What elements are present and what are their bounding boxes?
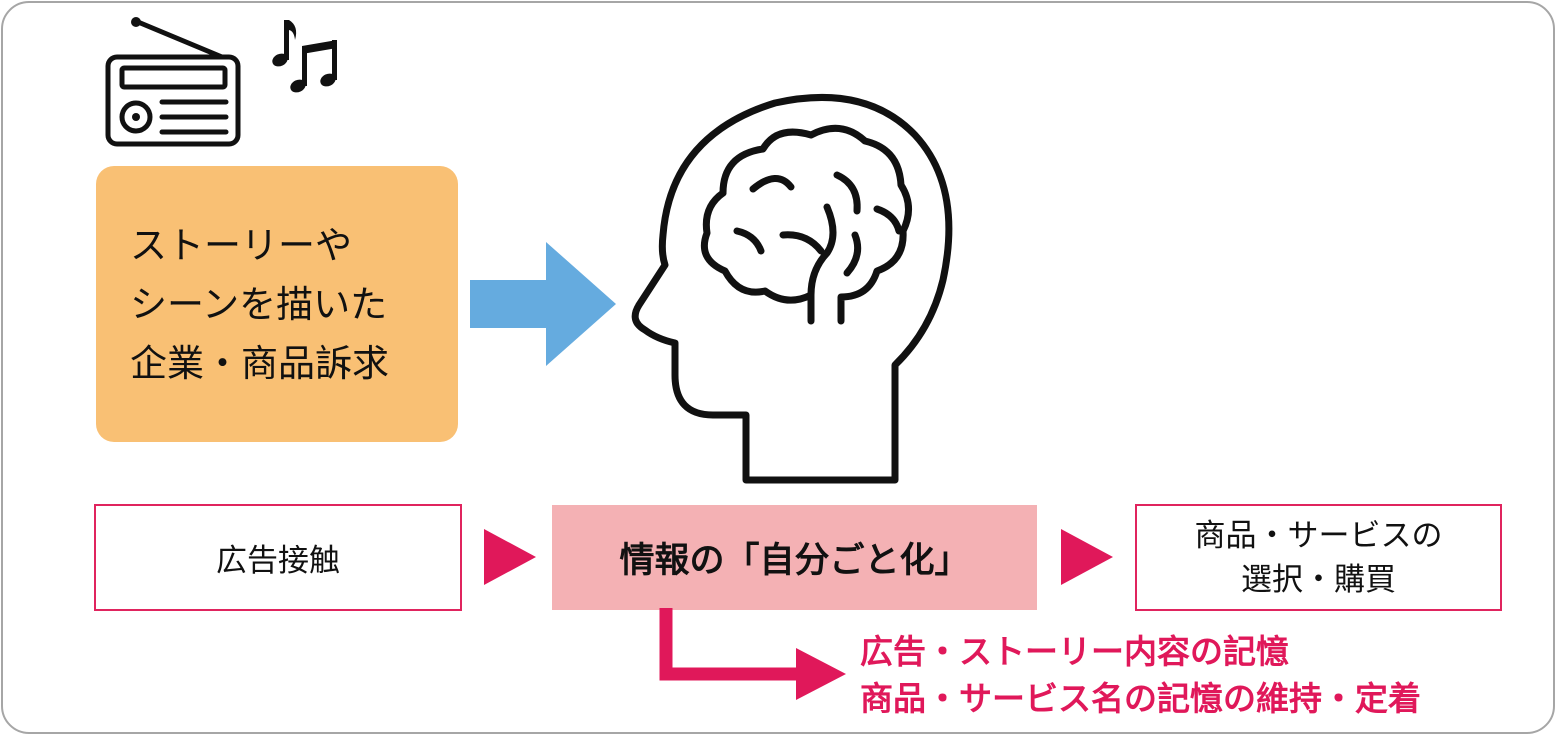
story-line-3: 企業・商品訴求 [130,342,389,385]
memory-effect-text: 広告・ストーリー内容の記憶 商品・サービス名の記憶の維持・定着 [860,628,1421,722]
music-note-icon [272,20,337,93]
memory-line-2: 商品・サービス名の記憶の維持・定着 [860,679,1421,718]
story-line-1: ストーリーや [130,224,352,267]
triangle-arrow-icon [484,529,536,585]
self-relevance-label: 情報の「自分ごと化」 [619,541,970,581]
head-brain-icon [631,94,953,484]
self-relevance-box: 情報の「自分ごと化」 [552,505,1037,610]
selection-line-1: 商品・サービスの [1194,517,1443,554]
triangle-arrow-icon [1061,529,1113,585]
radio-icon [105,17,241,147]
selection-line-2: 選択・購買 [1241,561,1396,598]
elbow-arrow-icon [659,608,846,700]
memory-line-1: 広告・ストーリー内容の記憶 [860,632,1289,671]
ad-exposure-box: 広告接触 [94,504,462,611]
story-line-2: シーンを描いた [130,283,388,326]
story-appeal-box: ストーリーや シーンを描いた 企業・商品訴求 [96,166,458,442]
ad-exposure-label: 広告接触 [216,543,340,579]
arrow-right-icon [470,242,616,366]
selection-purchase-box: 商品・サービスの 選択・購買 [1135,504,1502,611]
